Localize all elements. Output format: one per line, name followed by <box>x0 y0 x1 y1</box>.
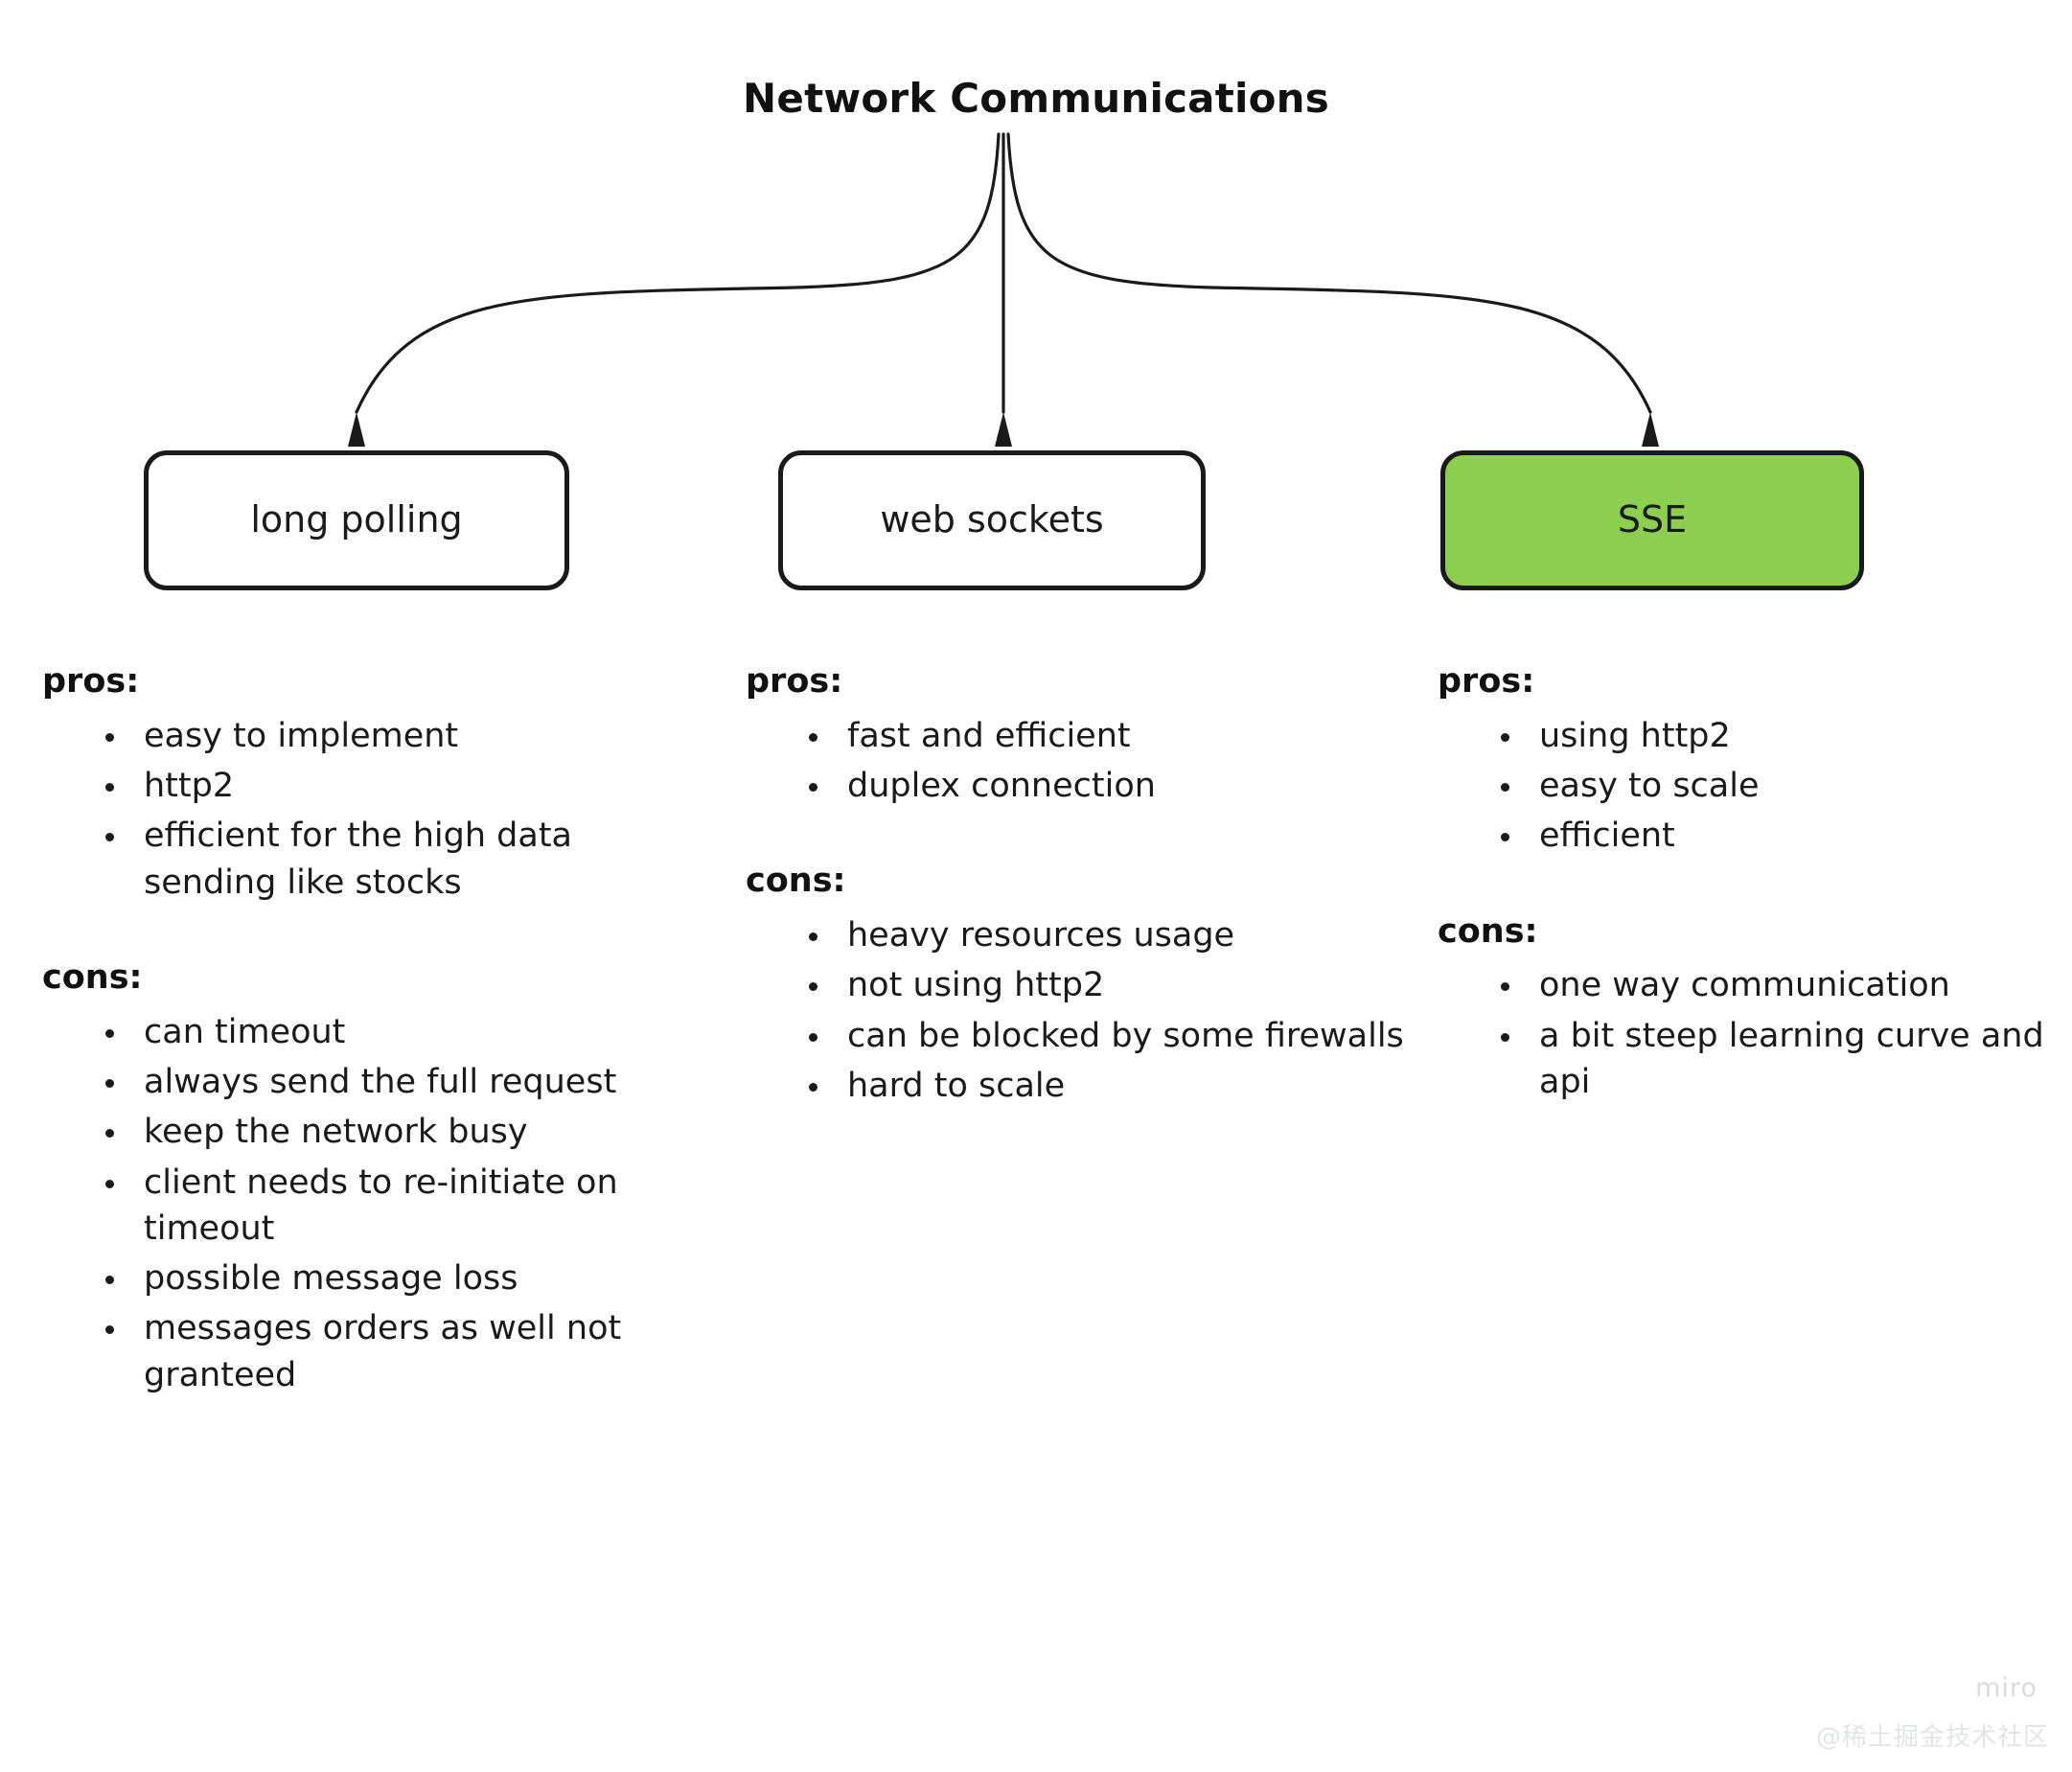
list-item: efficient for the high data sending like… <box>102 813 713 906</box>
pros-heading: pros: <box>42 662 140 701</box>
arrowhead-left <box>348 412 365 447</box>
list-item: keep the network busy <box>102 1109 713 1155</box>
list-item: not using http2 <box>805 962 1407 1008</box>
list-item: messages orders as well not granteed <box>102 1305 713 1398</box>
arrowhead-right <box>1642 412 1659 447</box>
list-item: http2 <box>102 763 713 809</box>
node-web-sockets[interactable]: web sockets <box>778 450 1206 590</box>
cons-heading: cons: <box>746 862 846 901</box>
list-item: client needs to re-initiate on timeout <box>102 1160 713 1253</box>
node-sse-label: SSE <box>1617 498 1688 541</box>
connector-line-left <box>355 132 1001 414</box>
pros-heading: pros: <box>746 662 843 701</box>
list-item: can be blocked by some firewalls <box>805 1013 1407 1059</box>
list-item: hard to scale <box>805 1063 1407 1109</box>
list-item: possible message loss <box>102 1255 713 1301</box>
list-item: one way communication <box>1497 962 2070 1008</box>
arrowhead-middle <box>995 412 1012 447</box>
node-long-polling[interactable]: long polling <box>144 450 569 590</box>
cons-heading: cons: <box>1438 911 1538 951</box>
list-item: easy to scale <box>1497 763 2070 809</box>
node-sse[interactable]: SSE <box>1440 450 1864 590</box>
connector-line-right <box>1006 132 1652 414</box>
watermark-community: @稀土掘金技术社区 <box>1815 1723 2049 1752</box>
watermark-miro: miro <box>1975 1673 2037 1703</box>
list-item: fast and efficient <box>805 713 1407 759</box>
list-item: heavy resources usage <box>805 912 1407 958</box>
list-item: efficient <box>1497 813 2070 859</box>
list-item: duplex connection <box>805 763 1407 809</box>
node-web-sockets-label: web sockets <box>880 498 1104 541</box>
list-item: can timeout <box>102 1009 713 1055</box>
cons-heading: cons: <box>42 957 143 997</box>
page-title: Network Communications <box>743 75 1329 122</box>
list-item: easy to implement <box>102 713 713 759</box>
node-long-polling-label: long polling <box>250 498 463 541</box>
list-item: a bit steep learning curve and api <box>1497 1013 2070 1106</box>
list-item: always send the full request <box>102 1059 713 1105</box>
pros-heading: pros: <box>1438 662 1535 701</box>
cons-list: one way communication a bit steep learnin… <box>1438 962 2070 1105</box>
list-item: using http2 <box>1497 713 2070 759</box>
